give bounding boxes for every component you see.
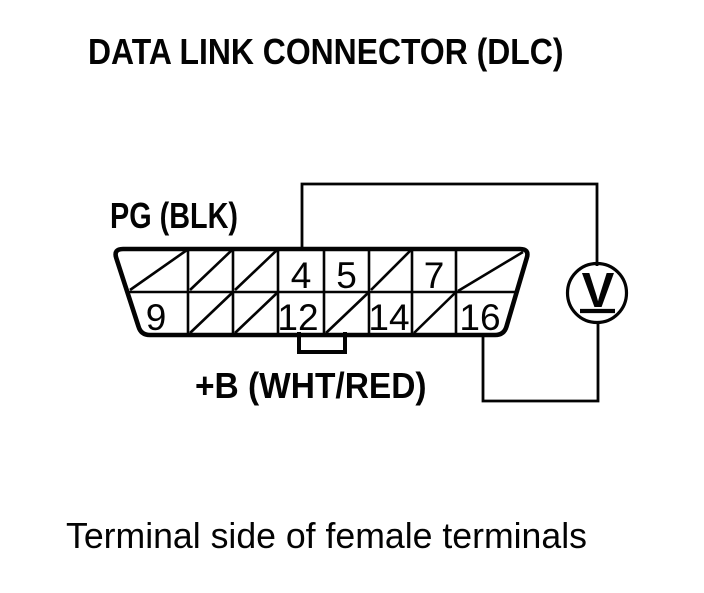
connector-outline (113, 246, 530, 338)
terminal-side-caption: Terminal side of female terminals (66, 515, 587, 556)
voltmeter-icon: V (565, 261, 629, 325)
pin-grid (128, 249, 516, 335)
pin-16-label: 16 (459, 297, 500, 338)
diagonal-mark-pin6 (370, 249, 412, 291)
diagonal-mark-pin3 (234, 249, 278, 291)
diagonal-mark-pin15 (413, 292, 456, 334)
pin-14-label: 14 (368, 297, 409, 338)
diagonal-mark-pin1 (129, 248, 188, 292)
diagram-title: DATA LINK CONNECTOR (DLC) (88, 31, 564, 72)
pin-9-label: 9 (146, 297, 167, 338)
connector-key-tab (297, 332, 347, 354)
diagonal-mark-pin8 (457, 250, 524, 293)
diagonal-mark-pin13 (325, 292, 369, 334)
pin-7-label: 7 (424, 255, 445, 296)
test-wires (300, 182, 600, 403)
diagonal-mark-pin2 (189, 249, 233, 291)
diagonal-mark-pin11 (234, 292, 278, 334)
pin-5-label: 5 (336, 255, 357, 296)
b-plus-wire-label: +B (WHT/RED) (195, 365, 427, 406)
voltmeter-circle (565, 261, 629, 325)
pin-numbers: 4 5 7 9 12 14 16 (146, 255, 501, 338)
pin-12-label: 12 (277, 297, 318, 338)
b-plus-wire (481, 322, 600, 403)
pg-wire (300, 182, 599, 266)
diagonal-mark-pin10 (189, 292, 233, 334)
pg-wire-label: PG (BLK) (110, 195, 238, 236)
pin-4-label: 4 (291, 255, 312, 296)
unused-pin-marks (129, 248, 524, 334)
